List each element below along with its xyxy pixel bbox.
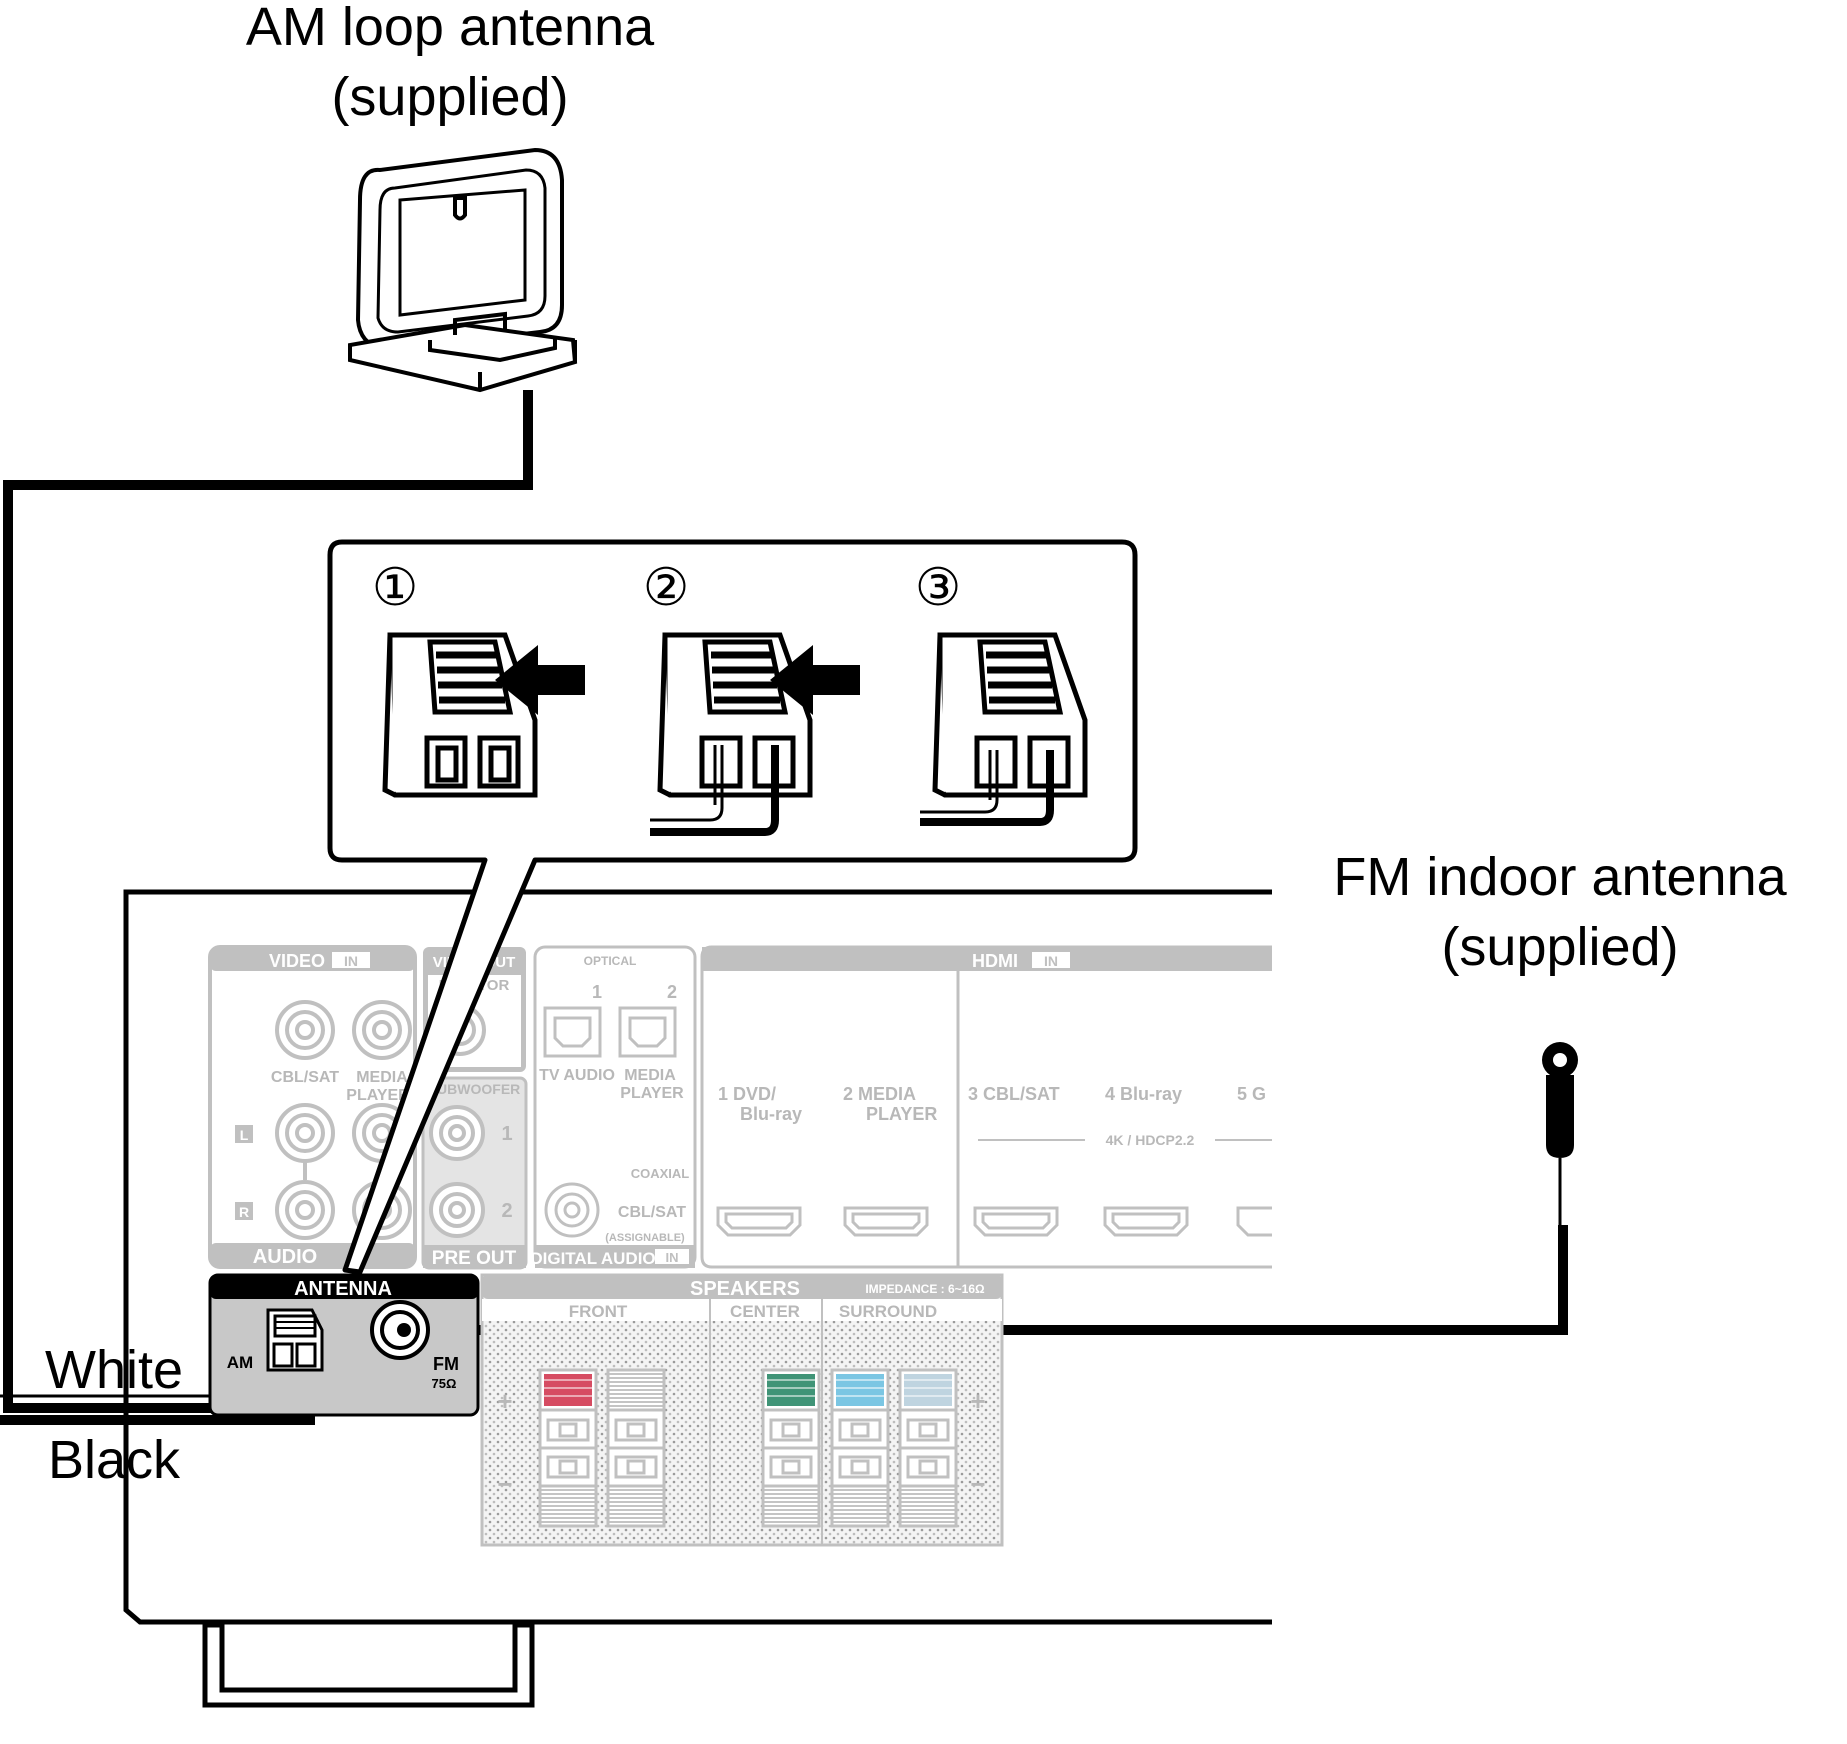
left-label: L	[240, 1127, 249, 1143]
plus-right-label: +	[970, 1386, 985, 1416]
right-label: R	[239, 1204, 249, 1220]
hdmi-2-label: 2 MEDIA	[843, 1084, 916, 1104]
digital-audio-label: DIGITAL AUDIO	[530, 1249, 655, 1268]
step-2-number: ②	[643, 559, 690, 617]
video-in-label: VIDEO	[269, 951, 325, 971]
hdmi-5-label: 5 G	[1237, 1084, 1266, 1104]
step-2-insert-wires-icon	[650, 632, 860, 836]
speakers-section: SPEAKERS IMPEDANCE : 6~16Ω FRONT CENTER …	[480, 1273, 1004, 1547]
step-3-number: ③	[915, 559, 962, 617]
speaker-color-stripes	[544, 1374, 952, 1406]
optical-1-label: 1	[592, 982, 602, 1002]
fm-antenna-subtitle: (supplied)	[1441, 917, 1678, 977]
am-loop-antenna-icon	[348, 147, 578, 393]
antenna-terminal-block: ANTENNA AM FM 75Ω	[208, 1273, 480, 1417]
hdmi-ports	[716, 1206, 1272, 1237]
sub-1-label: 1	[501, 1123, 512, 1145]
tv-audio-label: TV AUDIO	[539, 1067, 615, 1084]
sub-2-label: 2	[501, 1200, 512, 1222]
pre-out-label: PRE OUT	[432, 1248, 517, 1269]
black-wire-label: Black	[48, 1430, 181, 1490]
hdcp-label: 4K / HDCP2.2	[1106, 1132, 1195, 1148]
fm-coaxial-jack-icon	[370, 1300, 430, 1360]
optical-label: OPTICAL	[584, 954, 637, 968]
hdmi-1-label: 1 DVD/	[718, 1084, 776, 1104]
white-wire-label: White	[45, 1340, 183, 1400]
center-label: CENTER	[730, 1302, 800, 1321]
step-3-release-lever-icon	[920, 632, 1088, 826]
coaxial-cbl-sat-label: CBL/SAT	[618, 1204, 686, 1221]
minus-left-label: −	[497, 1469, 512, 1499]
fm-label: FM	[433, 1354, 459, 1374]
optical-2-label: 2	[667, 982, 677, 1002]
audio-in-label: AUDIO	[253, 1246, 317, 1268]
in-badge: IN	[344, 953, 358, 969]
minus-right-label: −	[970, 1469, 985, 1499]
hdmi-1-bluray-label: Blu-ray	[740, 1104, 802, 1124]
front-label: FRONT	[569, 1302, 628, 1321]
hdmi-2-player-label: PLAYER	[866, 1104, 937, 1124]
hdmi-in-section: HDMI IN 1 DVD/ Blu-ray 2 MEDIA PLAYER 3 …	[700, 945, 1272, 1269]
player-label: PLAYER	[346, 1087, 410, 1104]
speaker-terminals	[538, 1368, 958, 1528]
optical-media-label: MEDIA	[624, 1067, 676, 1084]
media-label: MEDIA	[356, 1069, 408, 1086]
step-1-number: ①	[372, 559, 419, 617]
am-label: AM	[227, 1353, 253, 1372]
speakers-label: SPEAKERS	[690, 1278, 800, 1300]
assignable-label: (ASSIGNABLE)	[605, 1232, 685, 1244]
fm-ohm-label: 75Ω	[432, 1376, 457, 1391]
am-antenna-subtitle: (supplied)	[331, 67, 568, 127]
rca-jacks	[275, 1000, 412, 1240]
fm-indoor-antenna-icon	[1542, 1042, 1578, 1225]
impedance-label: IMPEDANCE : 6~16Ω	[865, 1282, 985, 1296]
am-push-terminal-icon	[266, 1308, 324, 1372]
plus-left-label: +	[497, 1386, 512, 1416]
coaxial-label: COAXIAL	[631, 1166, 690, 1181]
optical-player-label: PLAYER	[620, 1085, 684, 1102]
connection-steps-callout: ① ② ③	[327, 539, 1138, 1275]
fm-antenna-title: FM indoor antenna	[1333, 847, 1787, 907]
hdmi-4-label: 4 Blu-ray	[1105, 1084, 1182, 1104]
step-1-press-lever-icon	[382, 632, 585, 798]
surround-label: SURROUND	[839, 1302, 937, 1321]
antenna-label: ANTENNA	[294, 1278, 392, 1300]
hdmi-label: HDMI	[972, 951, 1018, 971]
am-antenna-title: AM loop antenna	[246, 0, 655, 57]
cbl-sat-label: CBL/SAT	[271, 1069, 339, 1086]
digital-in-badge: IN	[666, 1250, 679, 1265]
subwoofer-label: SUBWOOFER	[428, 1081, 521, 1097]
hdmi-3-label: 3 CBL/SAT	[968, 1084, 1060, 1104]
hdmi-in-badge: IN	[1044, 953, 1058, 969]
digital-audio-section: OPTICAL 1 2 TV AUDIO MEDIA PLAYER COAXIA…	[530, 945, 697, 1269]
video-audio-in-section: VIDEO IN AUDIO CBL/SAT MEDIA PLAYER L R	[208, 945, 417, 1269]
